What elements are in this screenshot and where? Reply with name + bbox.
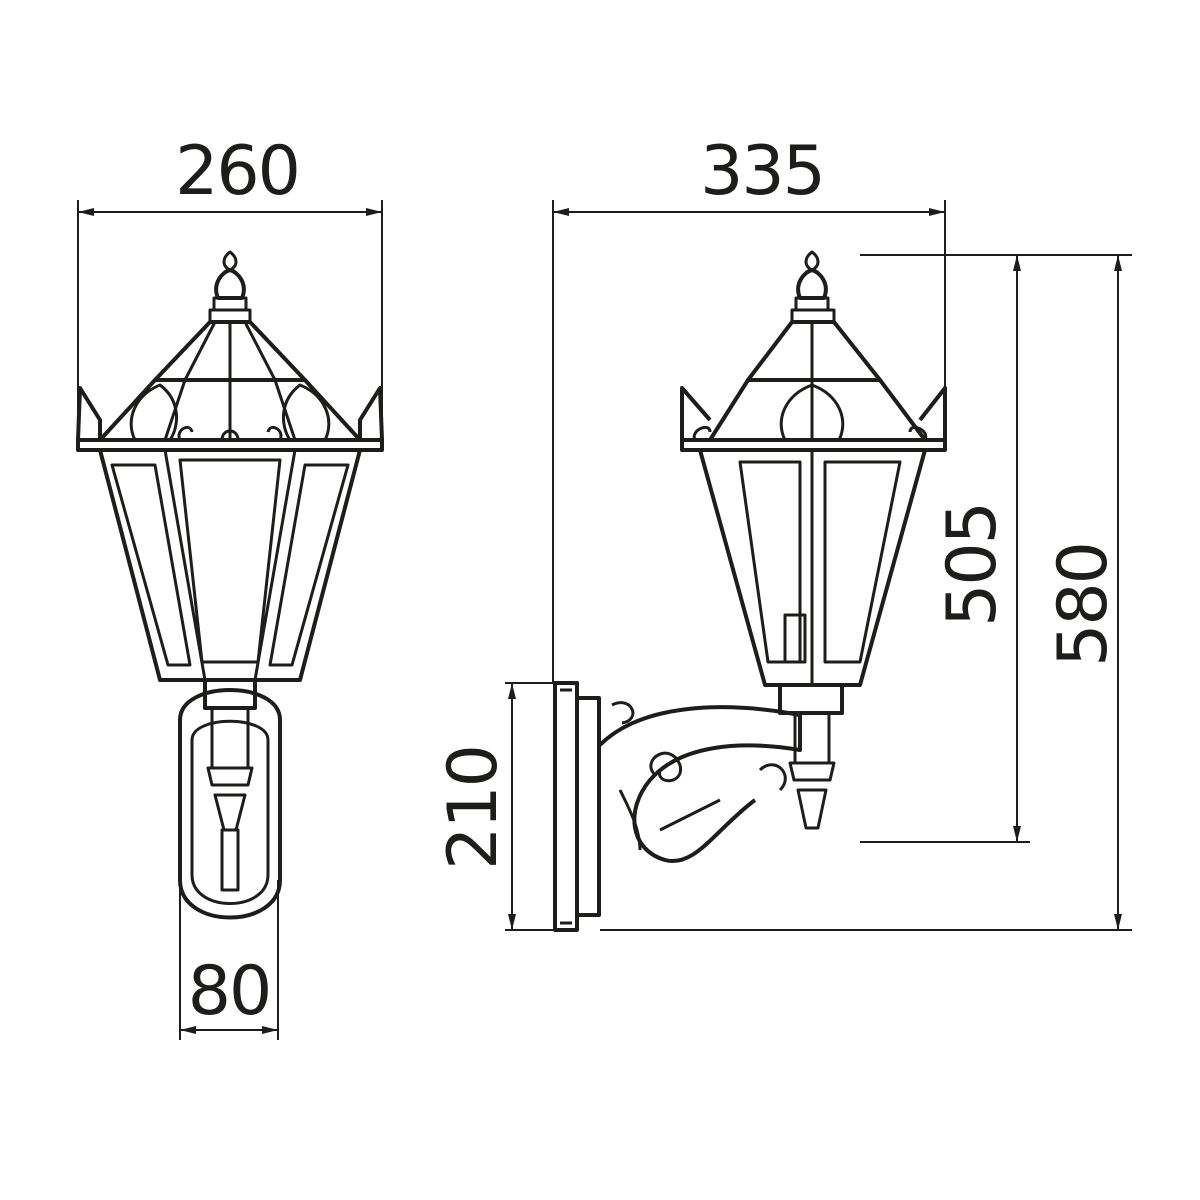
dimension-width-label: 260: [175, 132, 299, 211]
dimension-lines: [77, 200, 1132, 1040]
dimension-projection-label: 335: [700, 132, 824, 211]
front-view-lantern: [76, 250, 384, 920]
side-view-lantern: [553, 250, 947, 932]
dimension-depth-label: 80: [188, 952, 271, 1031]
dimension-wall-plate-height-label: 210: [434, 746, 513, 870]
dimension-total-height-label: 580: [1044, 543, 1123, 667]
dimension-lamp-height-label: 505: [933, 503, 1012, 627]
